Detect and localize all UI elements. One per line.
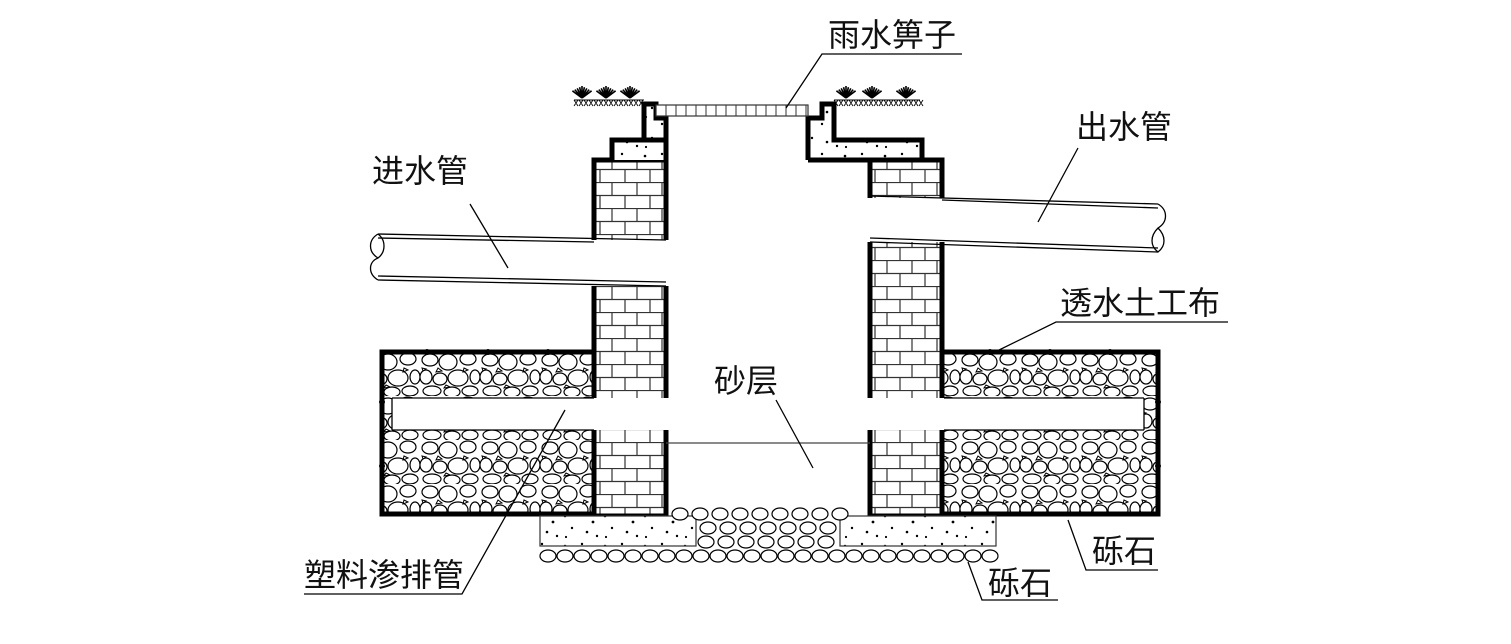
pebble [811, 507, 829, 521]
grass-tuft [861, 86, 883, 99]
leader-gravel-right [1067, 519, 1158, 571]
rain-grate [655, 104, 809, 117]
pebble [590, 549, 608, 563]
geotextile-markers [379, 349, 1161, 469]
label-sand-layer: 砂层 [714, 362, 778, 400]
pebble [811, 549, 829, 563]
soil-hatch [833, 99, 924, 107]
brick-wall-left-upper [591, 157, 669, 240]
gravel-bed-left [379, 349, 594, 517]
pebble [817, 535, 835, 549]
pebble [556, 549, 574, 563]
soil-hatch [573, 99, 644, 107]
label-grate: 雨水箅子 [828, 16, 956, 54]
pebble [779, 521, 797, 535]
pebble [845, 549, 863, 563]
label-inlet-pipe: 进水管 [372, 152, 468, 190]
leader-inlet [469, 203, 509, 269]
brick-wall-right-lower [867, 430, 945, 519]
leader-outlet [1037, 147, 1079, 223]
gravel-bed-right [944, 349, 1161, 517]
pebble [930, 549, 948, 563]
pebble [539, 549, 557, 563]
pebble [794, 549, 812, 563]
pebble [981, 549, 999, 563]
perforated-drain-pipe [391, 397, 1145, 431]
pebble [641, 549, 659, 563]
leader-sand [775, 399, 814, 469]
pebble [691, 507, 709, 521]
pebble [692, 549, 710, 563]
pebble [797, 535, 815, 549]
label-perforated-pipe: 塑料渗排管 [304, 556, 464, 594]
concrete-collar-left [609, 101, 669, 160]
pebble [896, 549, 914, 563]
pebble [751, 507, 769, 521]
label-geotextile: 透水土工布 [1060, 284, 1220, 322]
label-gravel-right: 砾石 [1092, 532, 1156, 570]
pebble [671, 507, 689, 521]
pebble [624, 549, 642, 563]
pebble [717, 535, 735, 549]
outlet-pipe [869, 195, 1167, 253]
pebble [771, 507, 789, 521]
grass-tuft [895, 86, 917, 99]
label-gravel-bottom: 砾石 [988, 564, 1052, 602]
concrete-collar-right [805, 101, 925, 163]
grass-left [571, 86, 644, 107]
pebble [819, 521, 837, 535]
pebble [799, 521, 817, 535]
pebble [791, 507, 809, 521]
label-outlet-pipe: 出水管 [1076, 108, 1172, 146]
pebble [777, 549, 795, 563]
pebble [607, 549, 625, 563]
pebble [964, 549, 982, 563]
pebble [573, 549, 591, 563]
leader-perforated [304, 409, 566, 595]
pebble [726, 549, 744, 563]
pebble [828, 549, 846, 563]
pebble [947, 549, 965, 563]
concrete-footing-left [539, 515, 697, 547]
pebble [759, 521, 777, 535]
brick-wall-right-upper [867, 157, 945, 198]
grass-right [833, 86, 924, 107]
pebble [675, 549, 693, 563]
brick-wall-left-middle [591, 286, 669, 398]
inlet-pipe [369, 233, 667, 287]
pebble [760, 549, 778, 563]
brick-wall-left-lower [591, 430, 669, 519]
grass-tuft [571, 86, 593, 99]
grass-tuft [835, 86, 857, 99]
brick-wall-right-middle [867, 242, 945, 398]
grass-tuft [595, 86, 617, 99]
bottom-gravel [539, 507, 999, 563]
pebble [862, 549, 880, 563]
pebble [739, 521, 757, 535]
pebble [831, 507, 849, 521]
pebble [777, 535, 795, 549]
pebble [757, 535, 775, 549]
pebble [731, 507, 749, 521]
leader-lines [304, 53, 1228, 601]
grass-tuft [619, 86, 641, 99]
leader-geotextile [994, 321, 1228, 353]
pebble [711, 507, 729, 521]
pebble [658, 549, 676, 563]
leader-gravel-bottom [967, 561, 1058, 601]
pebble [913, 549, 931, 563]
pebble [699, 521, 717, 535]
concrete-footing-right [839, 515, 997, 547]
pebble [743, 549, 761, 563]
pebble [719, 521, 737, 535]
leader-grate [785, 53, 962, 109]
pebble [879, 549, 897, 563]
pebble [697, 535, 715, 549]
pebble [737, 535, 755, 549]
pebble [709, 549, 727, 563]
